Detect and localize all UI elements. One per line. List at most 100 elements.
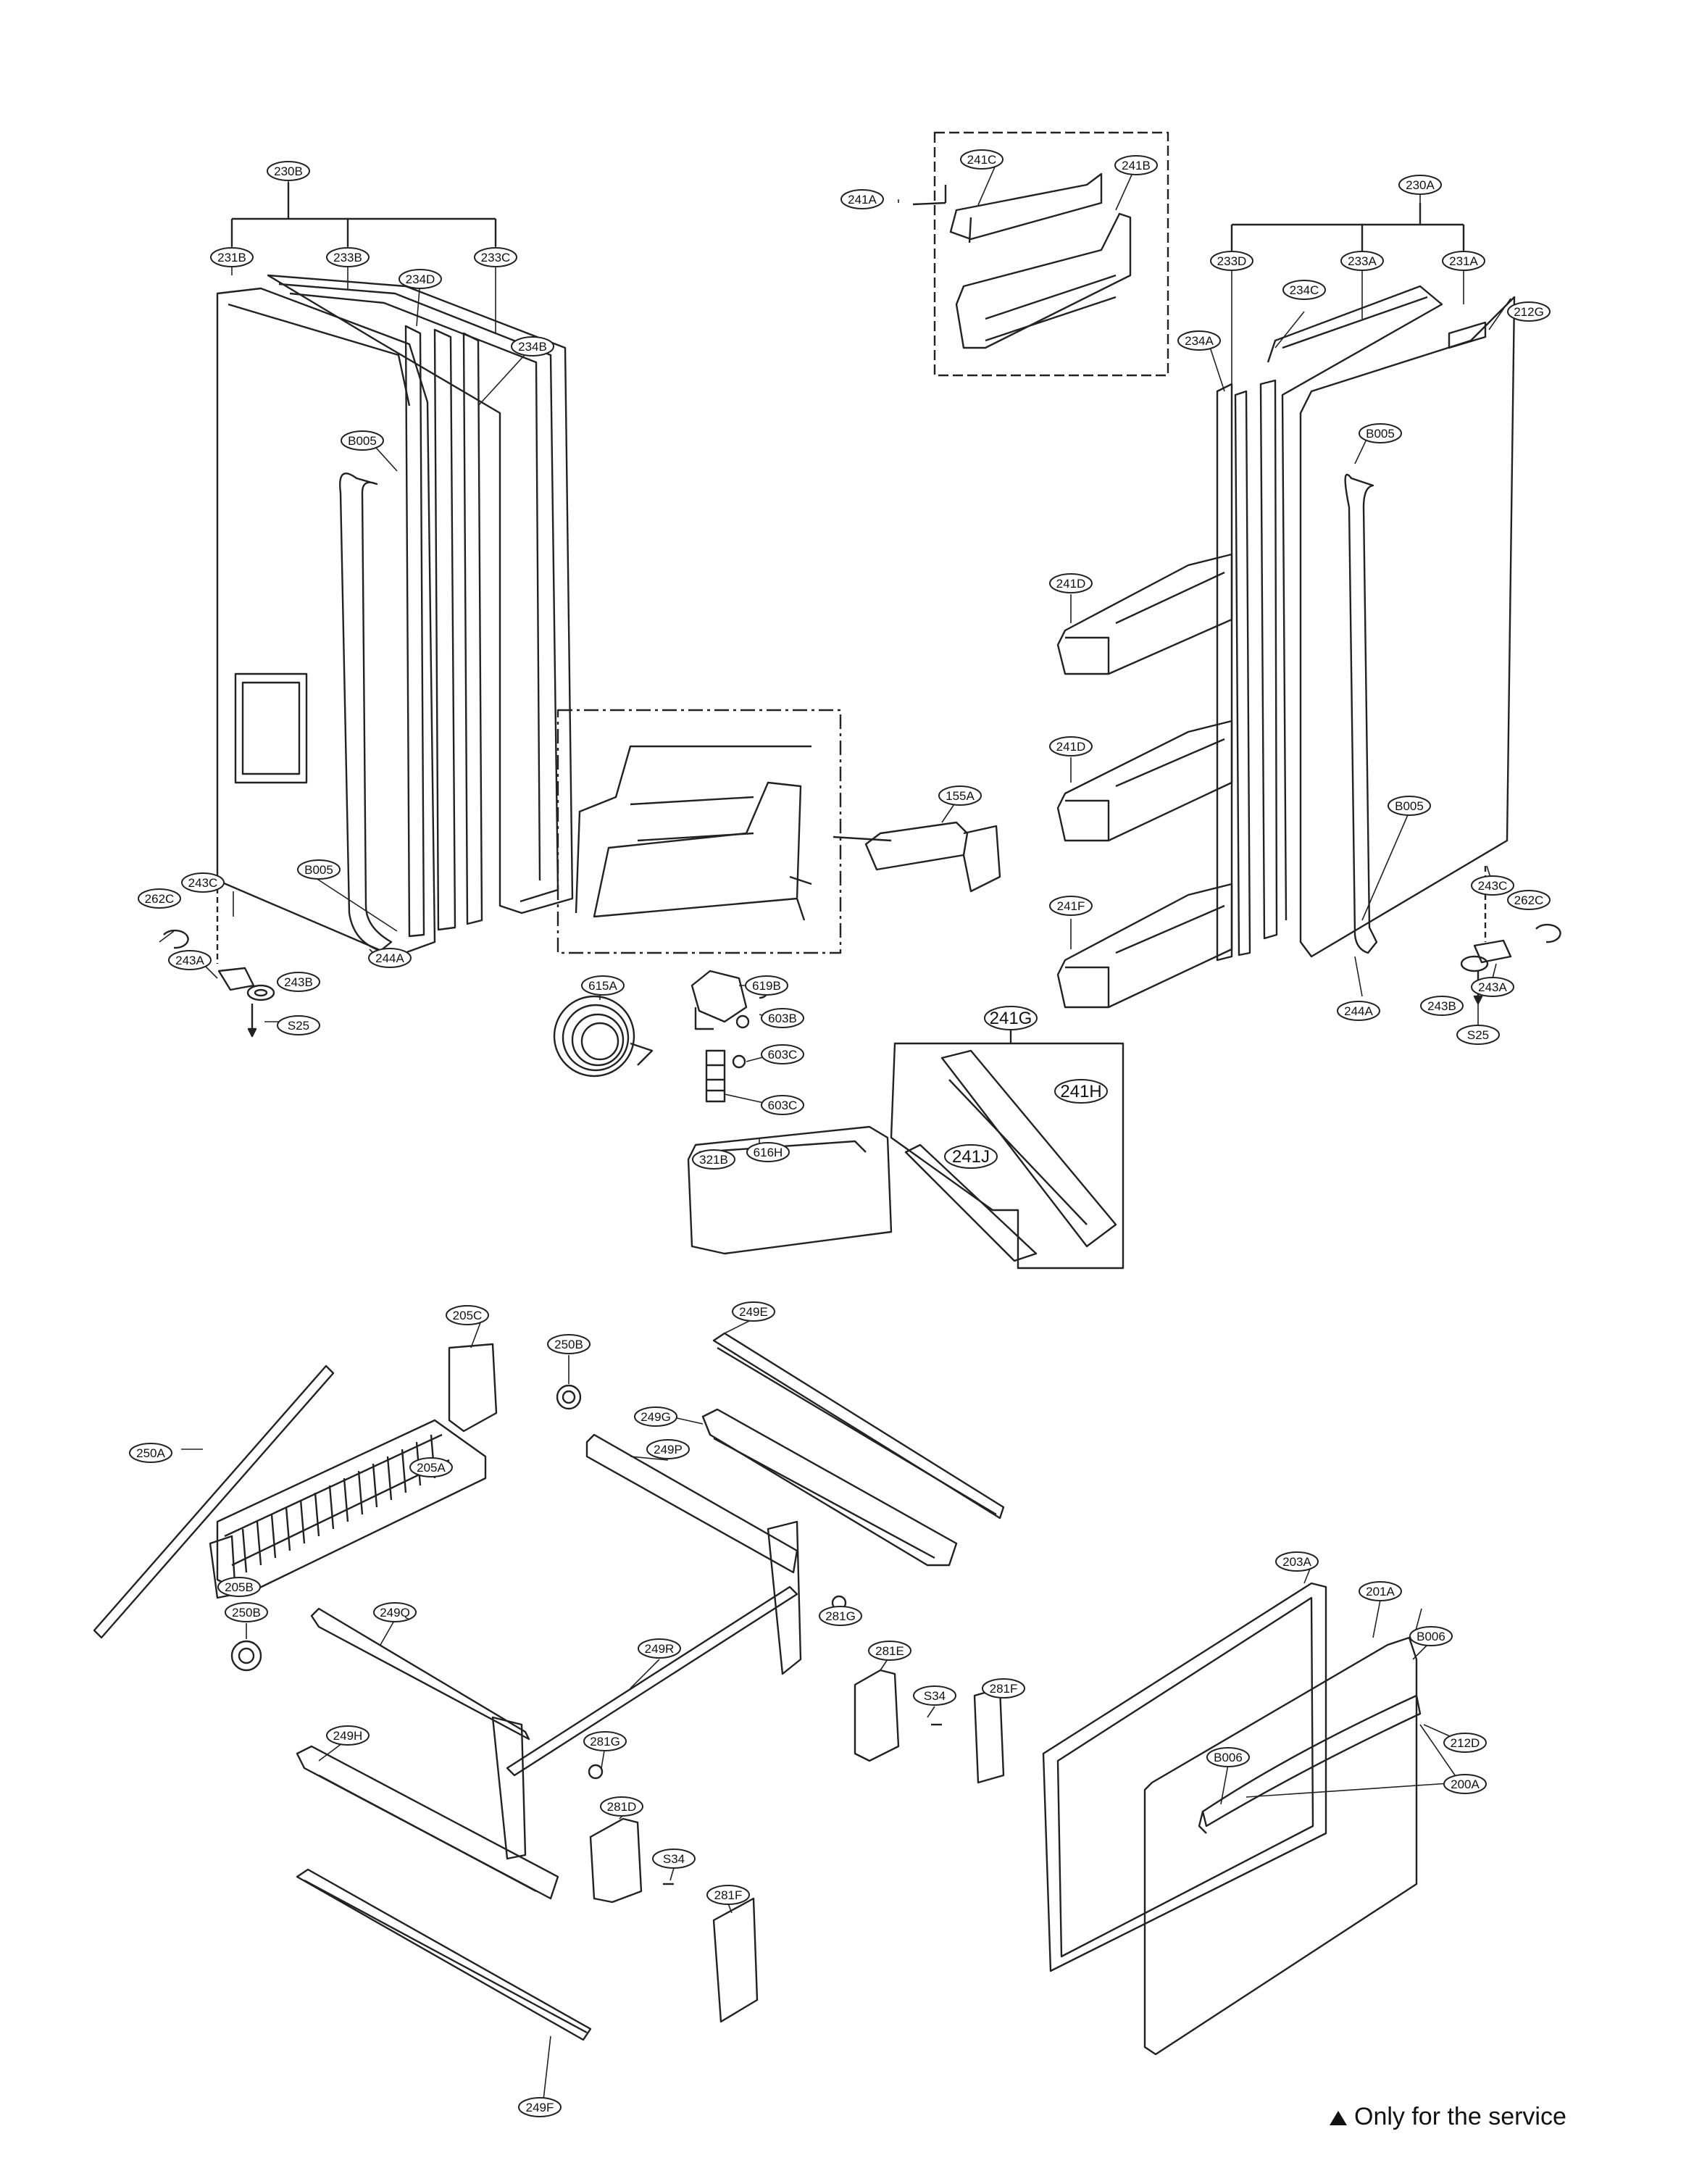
callout-label: S34 xyxy=(924,1689,946,1703)
callout-231b: 231B xyxy=(210,247,254,267)
callout-label: S34 xyxy=(663,1852,685,1866)
callout-label: 234A xyxy=(1185,334,1214,348)
callout-603b: 603B xyxy=(761,1008,804,1028)
callout-label: 241D xyxy=(1056,577,1086,591)
callout-oval xyxy=(181,872,225,893)
callout-label: 230B xyxy=(274,164,303,178)
callout-241d1: 241D xyxy=(1049,573,1093,593)
callout-oval xyxy=(341,430,384,451)
callout-label: 234C xyxy=(1290,283,1319,297)
callout-oval xyxy=(960,149,1004,170)
callout-233b: 233B xyxy=(326,247,370,267)
callout-label: 241F xyxy=(1057,899,1085,913)
callout-oval xyxy=(1388,796,1431,816)
callout-oval xyxy=(984,1006,1038,1030)
callout-label: 243C xyxy=(1478,879,1508,893)
callout-oval xyxy=(1054,1079,1108,1104)
callout-241h: 241H xyxy=(1054,1079,1108,1104)
callout-label: 231B xyxy=(217,251,246,264)
callout-243a_r: 243A xyxy=(1471,977,1514,997)
callout-oval xyxy=(1049,736,1093,757)
callout-805rb: B005 xyxy=(1388,796,1431,816)
water-line-parts xyxy=(553,970,893,1255)
callout-label: 241H xyxy=(1060,1082,1101,1101)
callout-233d: 233D xyxy=(1210,251,1253,271)
callout-label: 262C xyxy=(1514,893,1544,907)
callout-oval xyxy=(581,975,625,996)
callout-label: 250B xyxy=(554,1338,583,1351)
callout-205c: 205C xyxy=(446,1305,489,1325)
callout-231a: 231A xyxy=(1442,251,1485,271)
door-bin-241a-detail xyxy=(912,131,1169,377)
callout-603c2: 603C xyxy=(761,1095,804,1115)
callout-249e: 249E xyxy=(732,1301,775,1322)
callout-label: 155A xyxy=(946,789,975,803)
callout-262c_r: 262C xyxy=(1507,890,1551,910)
callout-label: 243C xyxy=(188,876,218,890)
callout-label: B006 xyxy=(1416,1630,1445,1643)
callout-label: 281E xyxy=(875,1644,904,1658)
callout-label: 249H xyxy=(333,1729,363,1743)
callout-label: 262C xyxy=(145,892,175,906)
callout-oval xyxy=(138,888,181,909)
callout-241c: 241C xyxy=(960,149,1004,170)
callout-244a_r: 244A xyxy=(1337,1001,1380,1021)
callout-244a_l: 244A xyxy=(368,948,412,968)
callout-label: 249P xyxy=(654,1443,683,1456)
callout-oval xyxy=(1420,996,1464,1016)
callout-oval xyxy=(1282,280,1326,300)
callout-oval xyxy=(692,1149,735,1170)
callout-s25_r: S25 xyxy=(1456,1025,1500,1045)
callout-label: 249E xyxy=(739,1305,768,1319)
door-bin-241g-detail xyxy=(890,1029,1125,1270)
callout-249q: 249Q xyxy=(373,1602,417,1622)
callout-label: 212D xyxy=(1451,1736,1480,1750)
callout-281g2: 281G xyxy=(583,1731,627,1751)
callout-label: 241G xyxy=(990,1009,1032,1028)
callout-label: 241A xyxy=(848,193,877,207)
callout-806b: B006 xyxy=(1206,1747,1250,1767)
callout-oval xyxy=(1337,1001,1380,1021)
callout-oval xyxy=(706,1885,750,1905)
callout-label: 230A xyxy=(1406,178,1435,192)
callout-oval xyxy=(1456,1025,1500,1045)
callout-619b: 619B xyxy=(745,975,788,996)
callout-s34b: S34 xyxy=(652,1849,696,1869)
callout-label: 281D xyxy=(607,1800,637,1814)
basket-wires xyxy=(241,1434,436,1573)
dispenser-detail-box xyxy=(556,709,1001,954)
callout-label: 243B xyxy=(1427,999,1456,1013)
callout-oval xyxy=(373,1602,417,1622)
callout-label: 244A xyxy=(1344,1004,1373,1018)
callout-243b_l: 243B xyxy=(277,972,320,992)
callout-oval xyxy=(819,1606,862,1626)
callout-243c_l: 243C xyxy=(181,872,225,893)
callout-233a: 233A xyxy=(1340,251,1384,271)
callout-label: 241D xyxy=(1056,740,1086,754)
callout-oval xyxy=(1443,1733,1487,1753)
callout-label: 231A xyxy=(1449,254,1478,268)
callout-label: 201A xyxy=(1366,1585,1395,1599)
callout-s25_l: S25 xyxy=(277,1015,320,1035)
callout-250b1: 250B xyxy=(547,1334,591,1354)
callout-label: 281G xyxy=(825,1609,856,1623)
callout-label: 250A xyxy=(136,1446,165,1460)
triangle-icon xyxy=(1330,2111,1347,2126)
callout-oval xyxy=(129,1443,172,1463)
callout-241j: 241J xyxy=(944,1144,998,1169)
callout-oval xyxy=(638,1638,681,1659)
callout-oval xyxy=(297,859,341,880)
callout-oval xyxy=(944,1144,998,1169)
callout-oval xyxy=(267,161,310,181)
callout-oval xyxy=(518,2097,562,2117)
callout-234d: 234D xyxy=(399,269,442,289)
callout-oval xyxy=(1471,875,1514,896)
callout-oval xyxy=(600,1796,643,1817)
callout-label: 281F xyxy=(990,1682,1018,1696)
callout-label: 281F xyxy=(714,1888,743,1902)
callout-241f: 241F xyxy=(1049,896,1093,916)
callout-label: 603C xyxy=(768,1048,798,1062)
callout-label: B005 xyxy=(1366,427,1395,441)
callout-249g: 249G xyxy=(634,1406,677,1427)
callout-oval xyxy=(583,1731,627,1751)
